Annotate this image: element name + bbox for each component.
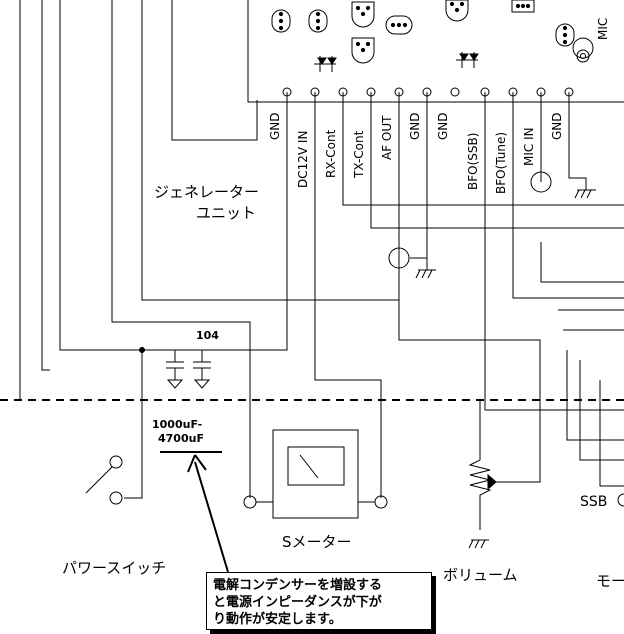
mic-jack-icon bbox=[576, 49, 590, 63]
pin-label: BFO(Tune) bbox=[494, 132, 508, 194]
capacitor-104-2 bbox=[193, 350, 211, 380]
note-line-2: と電源インピーダンスが下が bbox=[213, 595, 382, 610]
transistor-pins bbox=[278, 1, 568, 53]
note-line-1: 電解コンデンサーを増設する bbox=[213, 578, 383, 593]
note-line-3: り動作が安定します。 bbox=[213, 612, 342, 627]
pin-label: RX-Cont bbox=[324, 129, 338, 178]
mode-label: モー bbox=[596, 572, 624, 590]
switch-contact-bottom bbox=[109, 491, 123, 505]
ground-symbol-cap1 bbox=[166, 379, 184, 389]
board-name-line2: ユニット bbox=[196, 204, 256, 222]
wire-gnd-1 bbox=[171, 0, 258, 141]
shield-af bbox=[388, 247, 410, 269]
power-switch-label: パワースイッチ bbox=[62, 559, 166, 577]
note-box: 電解コンデンサーを増設する と電源インピーダンスが下が り動作が安定します。 bbox=[206, 572, 432, 630]
wire-bfo-tune bbox=[512, 92, 624, 299]
pin-label: TX-Cont bbox=[352, 130, 366, 179]
transistor-icons bbox=[271, 0, 594, 64]
board-name-line1: ジェネレーター bbox=[154, 183, 259, 201]
ground-mic bbox=[574, 189, 596, 199]
wire-right-3 bbox=[566, 350, 624, 441]
diode-icons bbox=[314, 52, 479, 72]
pin-labels: GND DC12V IN RX-Cont TX-Cont AF OUT GND … bbox=[268, 18, 610, 194]
wire-right-4 bbox=[579, 360, 624, 461]
switch-contact-top bbox=[109, 455, 123, 469]
mic-jack-inner-icon bbox=[580, 53, 586, 59]
ground-volume bbox=[468, 539, 489, 549]
volume-wiper-arrow bbox=[487, 473, 497, 491]
board-outline bbox=[247, 0, 624, 103]
wire-right-5 bbox=[599, 380, 624, 487]
electrolytic-value-2: 4700uF bbox=[158, 432, 204, 445]
switch-lever bbox=[85, 466, 113, 494]
note-arrow-head bbox=[187, 454, 207, 473]
wire-tx-cont bbox=[370, 92, 624, 229]
volume-resistor bbox=[468, 440, 492, 530]
smeter-label: Sメーター bbox=[282, 533, 352, 551]
wire-af-out bbox=[398, 92, 541, 483]
s-meter-body bbox=[272, 429, 359, 519]
pin-label: AF OUT bbox=[380, 115, 394, 160]
wire-dc12v bbox=[59, 0, 288, 351]
wire-mic-out bbox=[540, 242, 624, 283]
ground-af bbox=[415, 269, 436, 279]
wire-outer-2 bbox=[41, 0, 50, 371]
pin-circles bbox=[282, 87, 574, 97]
wire-smeter-left bbox=[111, 0, 251, 498]
pin-label: DC12V IN bbox=[296, 131, 310, 188]
note-arrow-line bbox=[194, 461, 229, 573]
shield-mic bbox=[530, 171, 552, 193]
volume-label: ボリューム bbox=[443, 566, 518, 584]
electrolytic-value-1: 1000uF- bbox=[152, 418, 202, 431]
pin-label: GND bbox=[408, 112, 422, 140]
pin-label: GND bbox=[436, 112, 450, 140]
pin-label: MIC IN bbox=[522, 127, 536, 166]
pin-label: GND bbox=[550, 112, 564, 140]
s-meter-needle bbox=[299, 454, 319, 479]
pin-label: BFO(SSB) bbox=[466, 133, 480, 190]
cap-value-label: 104 bbox=[196, 329, 219, 342]
wire-rx-cont bbox=[314, 92, 382, 498]
mic-label: MIC bbox=[596, 18, 610, 40]
pin-label: GND bbox=[268, 112, 282, 140]
ssb-switch-contact bbox=[617, 493, 624, 507]
capacitor-104-1 bbox=[166, 350, 184, 380]
s-meter-face bbox=[287, 446, 345, 486]
wire-power-switch bbox=[124, 350, 143, 499]
ssb-label: SSB bbox=[580, 494, 607, 510]
wire-tx-to-right bbox=[342, 92, 624, 206]
wire-bfo-ssb bbox=[484, 92, 624, 411]
wire-gnd-mic bbox=[568, 92, 587, 190]
junction-dot bbox=[139, 347, 145, 353]
ground-symbol-cap2 bbox=[193, 379, 211, 389]
